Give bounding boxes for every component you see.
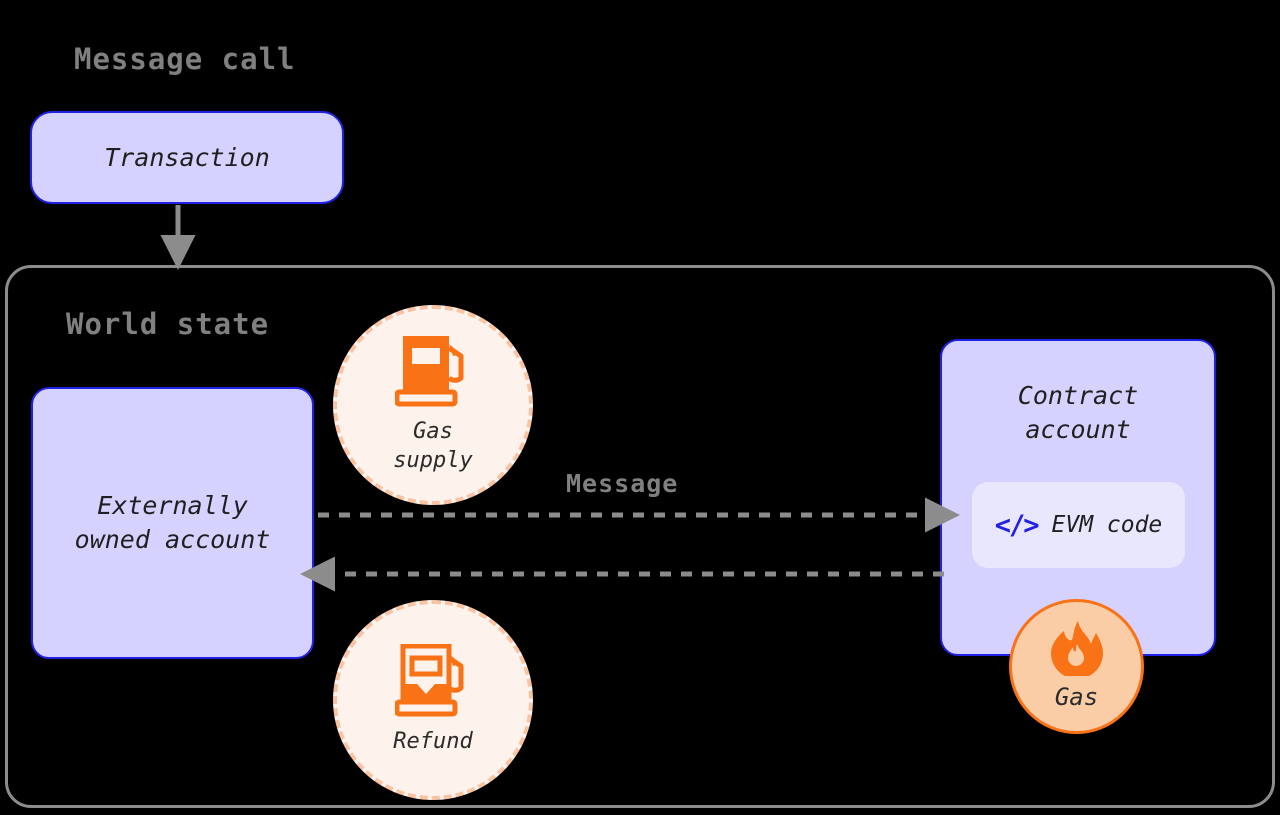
flame-icon [1050,620,1104,680]
world-state-container [5,265,1275,808]
badge-gas-supply-line1: Gas [413,419,453,445]
page-title-message-call: Message call [74,42,296,76]
badge-gas-label: Gas [1054,682,1099,711]
badge-refund-label: Refund [393,728,473,754]
fuel-pump-partial-icon [394,643,471,722]
node-transaction[interactable]: Transaction [30,111,344,204]
badge-refund[interactable]: Refund [333,600,533,800]
badge-gas-supply[interactable]: Gas supply [333,305,533,505]
node-contract-label-line1: Contract [1017,381,1139,410]
node-eoa-label-line2: owned account [74,525,271,554]
badge-gas-supply-label: Gas supply [393,418,472,475]
code-brackets-icon: </> [994,509,1040,541]
fuel-pump-full-icon [394,334,471,412]
badge-gas-supply-line2: supply [393,448,473,473]
evm-code-pill[interactable]: </> EVM code [972,482,1185,568]
badge-gas[interactable]: Gas [1009,599,1144,734]
edge-label-message: Message [566,469,679,498]
node-eoa-label-line1: Externally [97,491,248,521]
evm-code-label: EVM code [1051,512,1163,538]
node-contract-label-line2: account [1025,414,1131,444]
section-title-world-state: World state [66,307,270,341]
node-externally-owned-account[interactable]: Externally owned account [31,387,314,659]
node-transaction-label: Transaction [104,142,270,172]
